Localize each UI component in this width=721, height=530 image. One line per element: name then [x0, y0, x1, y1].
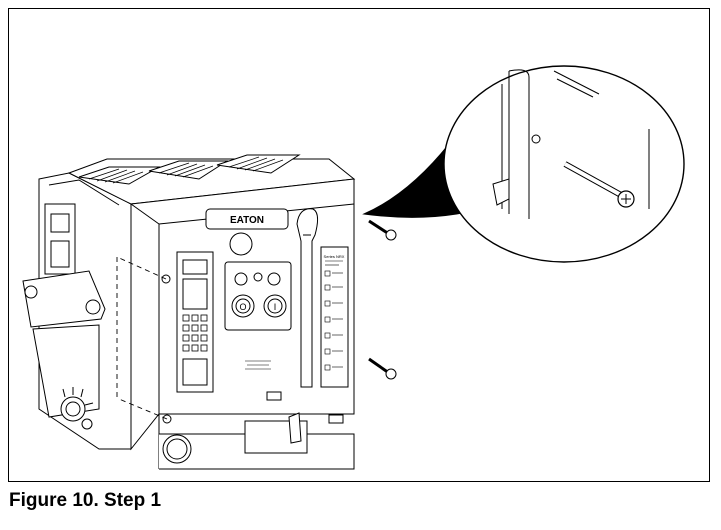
- figure-frame: O I: [8, 8, 710, 482]
- svg-text:I: I: [274, 302, 277, 312]
- side-label-title: Series NRX: [324, 254, 345, 259]
- svg-text:O: O: [239, 302, 246, 312]
- top-terminals: [67, 154, 356, 205]
- front-panel: O I: [130, 178, 355, 470]
- side-frame: [22, 172, 132, 450]
- detail-magnifier: [362, 65, 685, 263]
- nameplate-logo: EATON: [230, 215, 264, 226]
- alignment-guides: [116, 256, 168, 420]
- figure-caption: Figure 10. Step 1: [9, 490, 162, 511]
- screw-icon: [368, 219, 397, 380]
- breaker-illustration: O I: [22, 65, 685, 470]
